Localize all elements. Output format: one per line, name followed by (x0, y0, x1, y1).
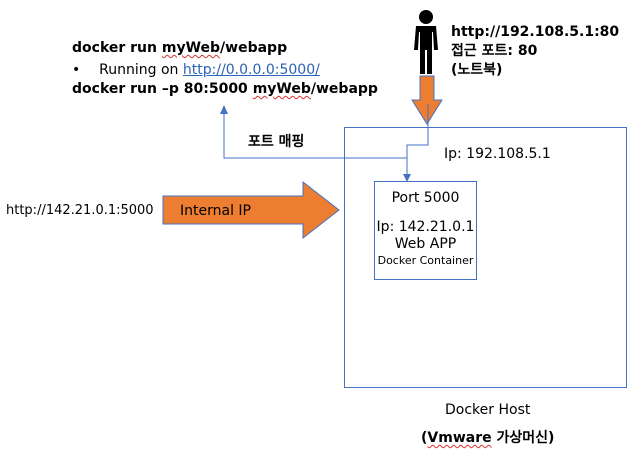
docker-host-label: Docker Host (445, 402, 531, 418)
bullet: • (72, 62, 81, 78)
external-access-info: http://192.108.5.1:80 접근 포트: 80 (노트북) (451, 23, 619, 80)
docker-host-box (344, 127, 627, 388)
vm-suffix: 가상머신) (491, 430, 555, 446)
port-mapping-label: 포트 매핑 (248, 134, 305, 150)
internal-url: http://142.21.0.1:5000 (6, 203, 154, 218)
cmd2-image: myWeb (252, 81, 311, 97)
running-on-line: • Running on http://0.0.0.0:5000/ (72, 62, 320, 78)
container-app: Web APP (394, 236, 457, 252)
cmd2-prefix: docker run –p 80:5000 (72, 81, 253, 97)
cmd-image: myWeb (161, 40, 221, 56)
external-url: http://192.108.5.1:80 (451, 24, 620, 40)
container-name: Docker Container (377, 254, 474, 267)
external-port-label: 접근 포트: 80 (451, 43, 538, 59)
docker-container-box: Port 5000 Ip: 142.21.0.1 Web APP Docker … (374, 181, 477, 280)
container-port: Port 5000 (391, 190, 460, 206)
port-mapping-arrowhead-up (220, 105, 228, 114)
host-ip: Ip: 192.108.5.1 (444, 146, 551, 162)
external-access-arrow (411, 75, 443, 125)
cmd2-suffix: /webapp (310, 81, 378, 97)
running-label: Running on (99, 62, 183, 78)
docker-run-port-command: docker run –p 80:5000 myWeb/webapp (72, 81, 378, 97)
running-url-link[interactable]: http://0.0.0.0:5000/ (182, 62, 320, 78)
internal-ip-arrow (162, 180, 340, 240)
internal-arrow-label: Internal IP (180, 203, 251, 219)
port-mapping-line (223, 104, 429, 176)
docker-run-command: docker run myWeb/webapp (72, 40, 287, 56)
container-ip: Ip: 142.21.0.1 (376, 219, 475, 235)
person-icon (414, 10, 438, 74)
vm-prefix: ( (421, 430, 428, 446)
vm-brand: Vmware (427, 430, 492, 446)
cmd-prefix: docker run (72, 40, 162, 56)
vmware-vm-label: (Vmware 가상머신) (421, 427, 554, 447)
external-device-label: (노트북) (451, 62, 503, 78)
port-mapping-arrowhead-down (403, 174, 411, 182)
cmd-suffix: /webapp (220, 40, 288, 56)
